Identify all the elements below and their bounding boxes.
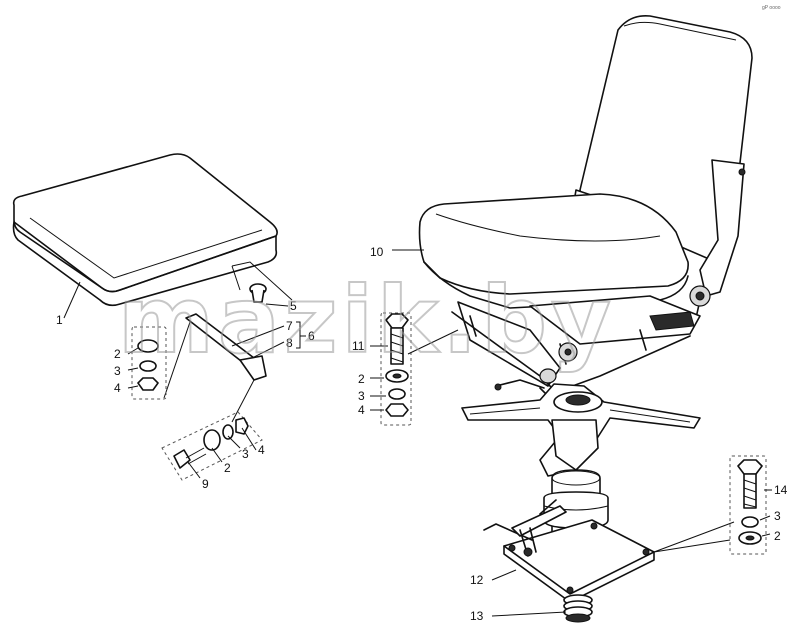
callout-3b: 3	[242, 447, 249, 461]
callout-3a: 3	[114, 364, 121, 378]
callout-3d: 3	[774, 509, 781, 523]
callout-8: 8	[286, 336, 293, 350]
bolt-head-part-9	[173, 449, 191, 469]
callout-13: 13	[470, 609, 484, 623]
fastener-group-left	[131, 326, 167, 400]
callout-4a: 4	[114, 381, 121, 395]
callout-10: 10	[370, 245, 384, 259]
washer-part-2b	[203, 429, 221, 451]
callout-3c: 3	[358, 389, 365, 403]
callout-2c: 2	[358, 372, 365, 386]
callout-5: 5	[290, 299, 297, 313]
watermark-text: mazik.by	[118, 267, 615, 374]
bracket-assembly-6	[163, 261, 293, 423]
callout-1: 1	[56, 313, 63, 327]
lock-washer-part-3b	[222, 424, 234, 440]
fastener-group-center	[380, 312, 412, 426]
callout-6: 6	[308, 329, 315, 343]
callout-12: 12	[470, 573, 484, 587]
nut-part-4	[137, 377, 159, 391]
fastener-group-bolt-9	[161, 411, 263, 481]
callout-2b: 2	[224, 461, 231, 475]
callout-14: 14	[774, 483, 788, 497]
callout-4c: 4	[358, 403, 365, 417]
lock-washer-part-3	[139, 360, 157, 372]
nut-part-4b	[235, 417, 249, 435]
fastener-group-right	[729, 455, 767, 555]
seat-slide-frame	[451, 295, 701, 409]
bracket-part-8	[239, 355, 267, 381]
backrest-side-bracket	[699, 159, 745, 297]
callout-7: 7	[286, 319, 293, 333]
callout-2a: 2	[114, 347, 121, 361]
callout-labels: 1 2 3 4 5 7 6 8 9 2 3 4 10 11 2 3 4 12 1…	[56, 245, 788, 623]
callout-2d: 2	[774, 529, 781, 543]
swivel-spider-base	[461, 383, 701, 477]
corner-mark: gP oooo	[762, 5, 781, 11]
callout-11: 11	[352, 339, 365, 353]
bolt-head-part-14	[737, 459, 763, 475]
washer-part-2	[137, 339, 159, 353]
callout-9: 9	[202, 477, 209, 491]
seat-cushion-part-1	[12, 153, 278, 307]
seat-cushion-part-10	[418, 193, 689, 309]
callout-4b: 4	[258, 443, 265, 457]
adjust-lever	[511, 505, 567, 537]
leader-lines	[63, 249, 772, 617]
spring-part-13	[563, 594, 593, 623]
